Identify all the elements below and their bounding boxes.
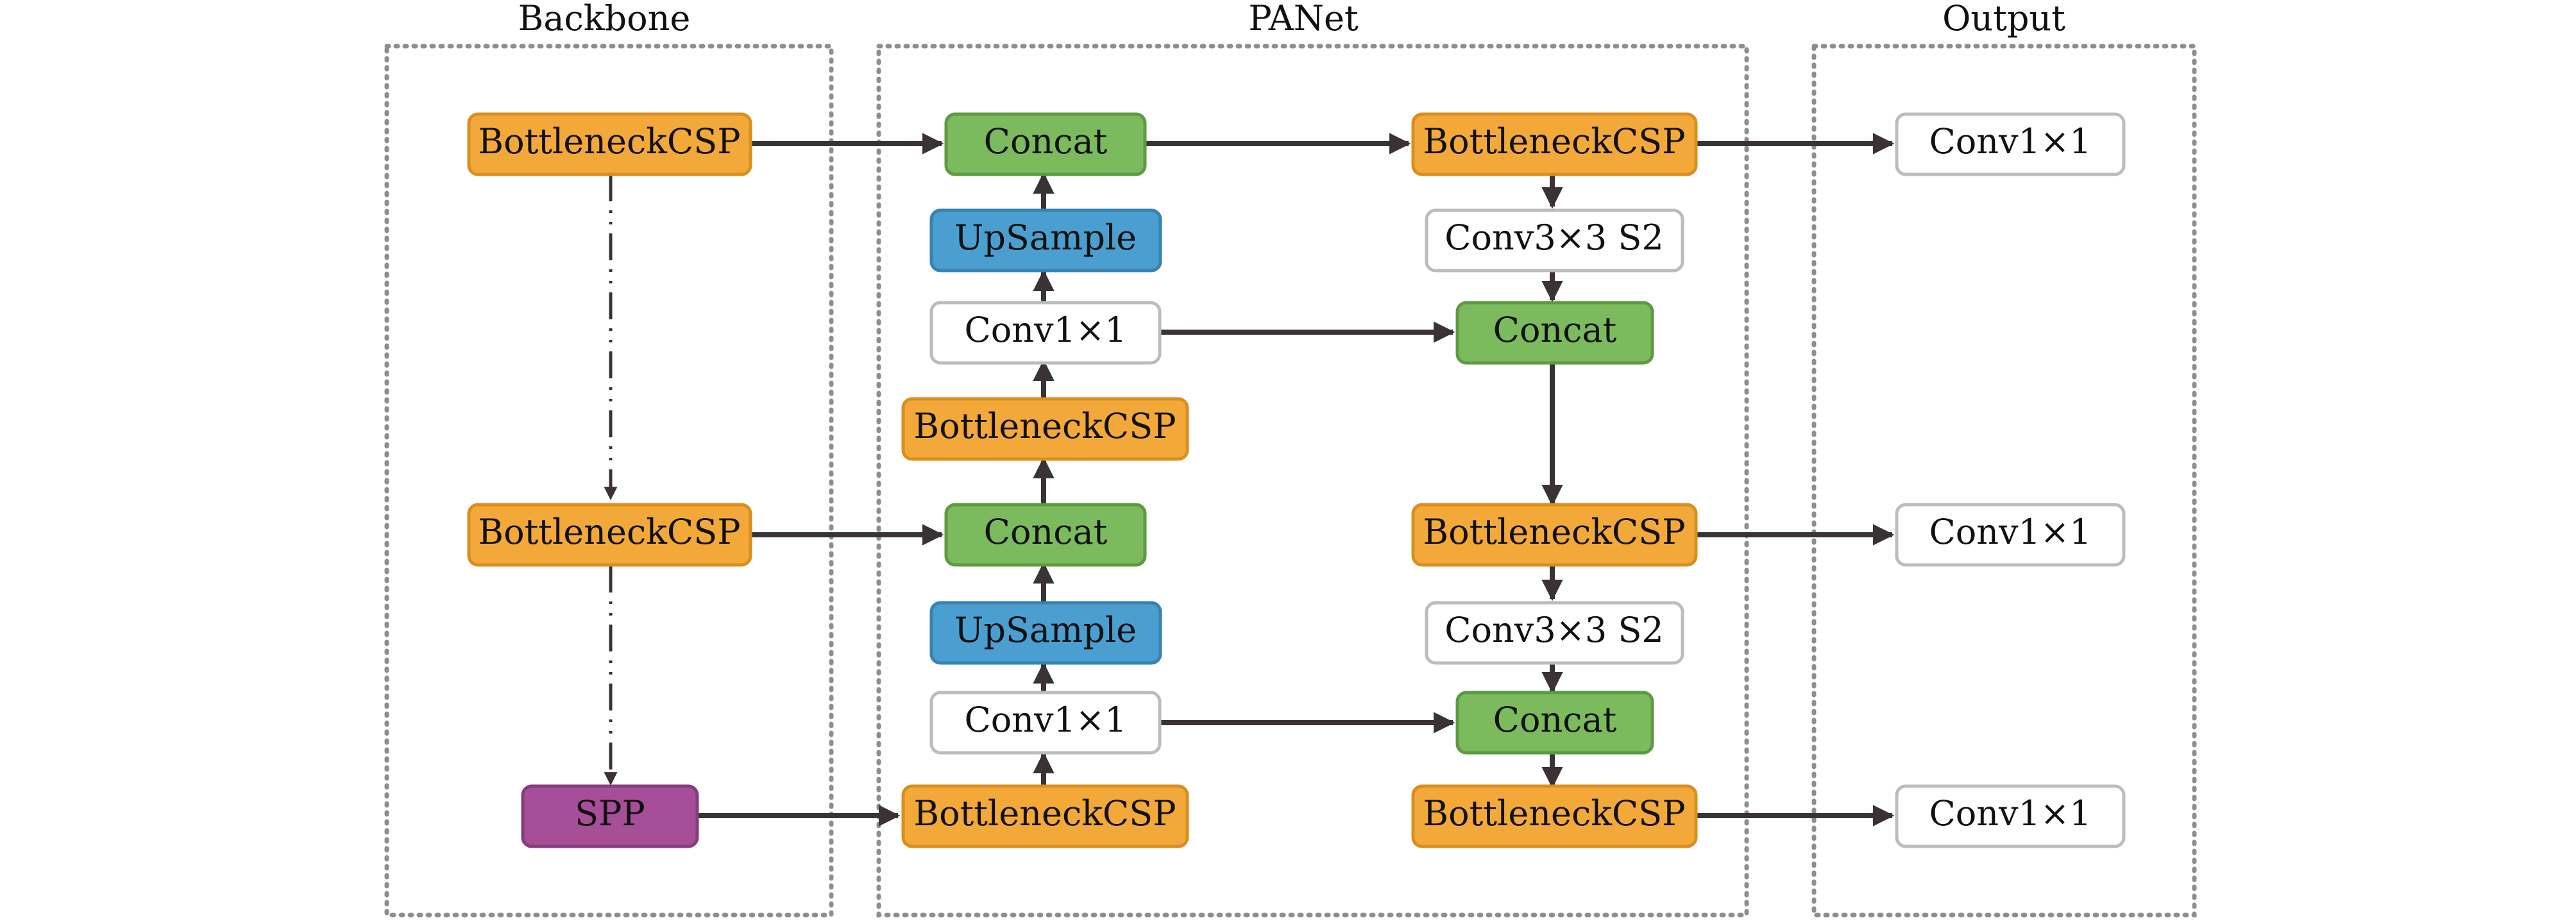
- node-backbone-csp2: BottleneckCSP: [467, 503, 752, 567]
- node-out-conv3-box: [1895, 784, 2126, 848]
- node-pa-csp-out2-box: [1411, 503, 1698, 567]
- node-pa-conv3s2-1-box: [1425, 208, 1684, 273]
- node-pa-csp-out2-label: BottleneckCSP: [1423, 512, 1685, 552]
- node-pa-upsample2-box: [929, 601, 1162, 665]
- node-pa-conv1-label: Conv1×1: [964, 310, 1126, 350]
- node-pa-csp-out1: BottleneckCSP: [1411, 112, 1698, 176]
- node-pa-concat2-box: [944, 503, 1147, 567]
- node-pa-conv3s2-2: Conv3×3 S2: [1425, 601, 1684, 665]
- node-pa-csp2-box: [901, 784, 1189, 848]
- node-pa-upsample2: UpSample: [929, 601, 1162, 665]
- node-pa-csp-out2: BottleneckCSP: [1411, 503, 1698, 567]
- node-pa-upsample1-label: UpSample: [954, 217, 1137, 258]
- node-pa-upsample2-label: UpSample: [954, 610, 1137, 650]
- node-pa-conv2-box: [929, 691, 1162, 755]
- output-panel: [1811, 44, 2197, 918]
- node-pa-csp1-box: [901, 397, 1189, 461]
- node-out-conv2-box: [1895, 503, 2126, 567]
- node-pa-concat3: Concat: [1455, 301, 1654, 365]
- node-pa-concat1: Concat: [944, 112, 1147, 176]
- node-pa-csp-out3-label: BottleneckCSP: [1423, 793, 1685, 834]
- panet-panel: [876, 44, 1749, 918]
- node-out-conv1-label: Conv1×1: [1929, 121, 2091, 162]
- node-spp: SPP: [521, 784, 699, 848]
- node-out-conv3: Conv1×1: [1895, 784, 2126, 848]
- backbone-panel: [384, 44, 834, 918]
- node-pa-csp2: BottleneckCSP: [901, 784, 1189, 848]
- node-pa-csp-out3-box: [1411, 784, 1698, 848]
- node-pa-concat1-label: Concat: [984, 121, 1108, 162]
- node-pa-conv1: Conv1×1: [929, 301, 1162, 365]
- node-pa-upsample1-box: [929, 208, 1162, 273]
- node-pa-conv3s2-2-box: [1425, 601, 1684, 665]
- node-backbone-csp1-box: [467, 112, 752, 176]
- node-pa-concat2: Concat: [944, 503, 1147, 567]
- node-pa-csp1: BottleneckCSP: [901, 397, 1189, 461]
- node-pa-csp-out3: BottleneckCSP: [1411, 784, 1698, 848]
- node-pa-upsample1: UpSample: [929, 208, 1162, 273]
- node-out-conv2-label: Conv1×1: [1929, 512, 2091, 552]
- node-pa-conv2-label: Conv1×1: [964, 700, 1126, 740]
- node-pa-conv3s2-1-label: Conv3×3 S2: [1445, 217, 1664, 258]
- node-backbone-csp1: BottleneckCSP: [467, 112, 752, 176]
- node-pa-conv3s2-1: Conv3×3 S2: [1425, 208, 1684, 273]
- node-out-conv3-label: Conv1×1: [1929, 793, 2091, 834]
- node-pa-conv3s2-2-label: Conv3×3 S2: [1445, 610, 1664, 650]
- node-backbone-csp2-box: [467, 503, 752, 567]
- node-pa-concat1-box: [944, 112, 1147, 176]
- node-spp-label: SPP: [575, 793, 645, 834]
- node-pa-concat2-label: Concat: [984, 512, 1108, 552]
- node-pa-concat3-box: [1455, 301, 1654, 365]
- node-backbone-csp2-label: BottleneckCSP: [478, 512, 740, 552]
- node-spp-box: [521, 784, 699, 848]
- node-pa-conv2: Conv1×1: [929, 691, 1162, 755]
- node-backbone-csp1-label: BottleneckCSP: [478, 121, 740, 162]
- node-pa-csp-out1-box: [1411, 112, 1698, 176]
- node-out-conv1-box: [1895, 112, 2126, 176]
- node-pa-concat4-box: [1455, 691, 1654, 755]
- node-pa-conv1-box: [929, 301, 1162, 365]
- node-out-conv1: Conv1×1: [1895, 112, 2126, 176]
- node-pa-concat4-label: Concat: [1493, 700, 1617, 740]
- node-pa-csp2-label: BottleneckCSP: [913, 793, 1176, 834]
- node-out-conv2: Conv1×1: [1895, 503, 2126, 567]
- node-pa-csp1-label: BottleneckCSP: [913, 406, 1176, 446]
- backbone-label: Backbone: [518, 0, 691, 38]
- node-pa-csp-out1-label: BottleneckCSP: [1423, 121, 1685, 162]
- panet-label: PANet: [1248, 0, 1359, 38]
- output-label: Output: [1942, 0, 2065, 38]
- node-pa-concat4: Concat: [1455, 691, 1654, 755]
- node-pa-concat3-label: Concat: [1493, 310, 1617, 350]
